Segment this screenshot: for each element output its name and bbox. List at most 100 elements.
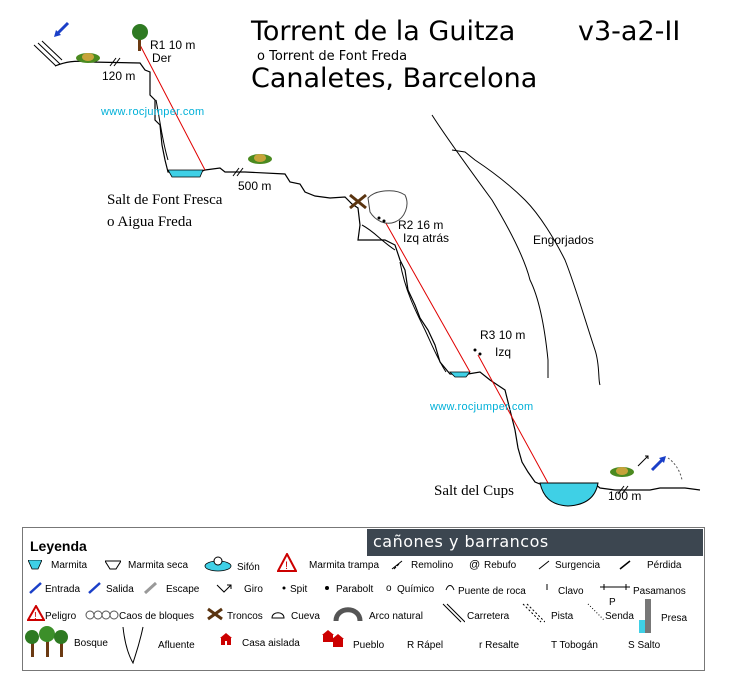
legend-clavo: Clavo [558, 586, 584, 597]
tree-icon [132, 24, 148, 51]
start-hatch [33, 40, 63, 67]
narrows-wall-right [451, 149, 601, 386]
legend-box: Leyenda cañones y barrancos Marmita Marm… [22, 527, 705, 671]
legend-sifon: Sifón [237, 562, 260, 573]
legend-pasamanos: Pasamanos [633, 586, 686, 597]
r3-side: Izq [495, 345, 512, 359]
distance-3: 100 m [608, 489, 642, 503]
carretera-icon [442, 603, 465, 623]
waterfall-1-alt: o Aigua Freda [107, 214, 192, 230]
legend-resalte: r Resalte [479, 640, 520, 651]
rope-r1 [139, 44, 206, 171]
r1-label: R1 10 m [150, 38, 196, 52]
website-link-2[interactable]: www.rocjumper.com [430, 401, 534, 413]
parabolt-icon [325, 586, 329, 590]
escape-icon [143, 582, 157, 594]
narrows-label: Engorjados [533, 233, 594, 247]
canyon-location: Canaletes, Barcelona [251, 63, 538, 94]
pista-icon [522, 603, 545, 623]
rebufo-icon: @ [469, 559, 481, 571]
end-dashed-line [667, 457, 683, 481]
narrows-wall-left [431, 114, 549, 378]
entrada-icon [29, 582, 42, 594]
distance-1: 120 m [102, 69, 136, 83]
bush-icon-1 [76, 53, 100, 63]
pool-3 [539, 482, 599, 507]
legend-giro: Giro [244, 584, 263, 595]
legend-senda: Senda [605, 611, 634, 622]
r1-side: Der [152, 51, 172, 65]
canyon-grade: v3-a2-II [578, 16, 681, 47]
legend-rapel: R Rápel [407, 640, 444, 651]
canyon-wall [155, 99, 447, 373]
marmita-icon [28, 560, 42, 570]
surgencia-icon [538, 560, 550, 570]
clavo-symbol-p: P [609, 597, 616, 608]
senda-icon [587, 603, 605, 621]
legend-carretera: Carretera [467, 611, 510, 622]
distance-2: 500 m [238, 179, 272, 193]
bush-icon-2 [248, 154, 272, 164]
legend-marmita-trampa: Marmita trampa [309, 560, 380, 571]
marmita-trampa-icon: ! [277, 553, 297, 572]
cave-outline [367, 190, 408, 224]
website-link-1[interactable]: www.rocjumper.com [101, 106, 205, 118]
remolino-icon [391, 560, 403, 570]
legend-troncos: Troncos [227, 611, 263, 622]
afluente-icon [122, 626, 144, 664]
arco-natural-icon [333, 607, 363, 622]
legend-perdida: Pérdida [647, 560, 682, 571]
legend-pista: Pista [551, 611, 574, 622]
r3-label: R3 10 m [480, 328, 526, 342]
perdida-icon [619, 560, 631, 570]
canyon-alt-name: o Torrent de Font Freda [257, 49, 408, 64]
legend-presa: Presa [661, 613, 688, 624]
canyon-profile [54, 60, 701, 491]
spit-icon [282, 586, 286, 590]
r2-side: Izq atrás [403, 231, 450, 245]
caos-de-bloques-icon [85, 610, 119, 620]
legend-remolino: Remolino [411, 560, 454, 571]
legend-arco-natural: Arco natural [369, 611, 423, 622]
exit-arrow-icon [650, 456, 666, 472]
svg-text:!: ! [34, 611, 37, 621]
turn-icon [637, 455, 649, 467]
waterfall-2-name: Salt del Cups [434, 483, 515, 499]
legend-tobogan: T Tobogán [551, 640, 598, 651]
anchor-dots [377, 216, 482, 356]
peligro-icon: ! [27, 605, 45, 621]
bush-icon-3 [610, 467, 634, 477]
legend-caos-de-bloques: Caos de bloques [119, 611, 195, 622]
pasamanos-icon [600, 584, 630, 590]
pueblo-icon [322, 630, 344, 647]
legend-salto: S Salto [628, 640, 661, 651]
casa-aislada-icon [220, 633, 232, 645]
legend-pueblo: Pueblo [353, 640, 385, 651]
legend-entrada: Entrada [45, 584, 81, 595]
legend-parabolt: Parabolt [336, 584, 374, 595]
legend-marmita: Marmita [51, 560, 88, 571]
canyon-title: Torrent de la Guitza [251, 16, 516, 47]
legend-afluente: Afluente [158, 640, 195, 651]
presa-icon [639, 599, 651, 633]
clavo-icon [546, 584, 548, 590]
r2-label: R2 16 m [398, 218, 444, 232]
legend-peligro: Peligro [45, 611, 77, 622]
legend-surgencia: Surgencia [555, 560, 601, 571]
legend-escape: Escape [166, 584, 200, 595]
pool-2 [449, 371, 471, 378]
legend-marmita-seca: Marmita seca [128, 560, 189, 571]
svg-text:!: ! [285, 560, 288, 572]
distance-break-marks [109, 57, 629, 495]
sifon-icon [204, 556, 232, 572]
marmita-seca-icon [105, 560, 121, 570]
cueva-icon [271, 612, 285, 619]
quimico-icon: o [386, 583, 392, 594]
rope-r2 [382, 217, 471, 373]
giro-icon [216, 584, 232, 593]
legend-title: Leyenda [30, 538, 87, 554]
legend-quimico: Químico [397, 584, 435, 595]
logs-icon [349, 193, 367, 210]
troncos-icon [207, 607, 223, 621]
